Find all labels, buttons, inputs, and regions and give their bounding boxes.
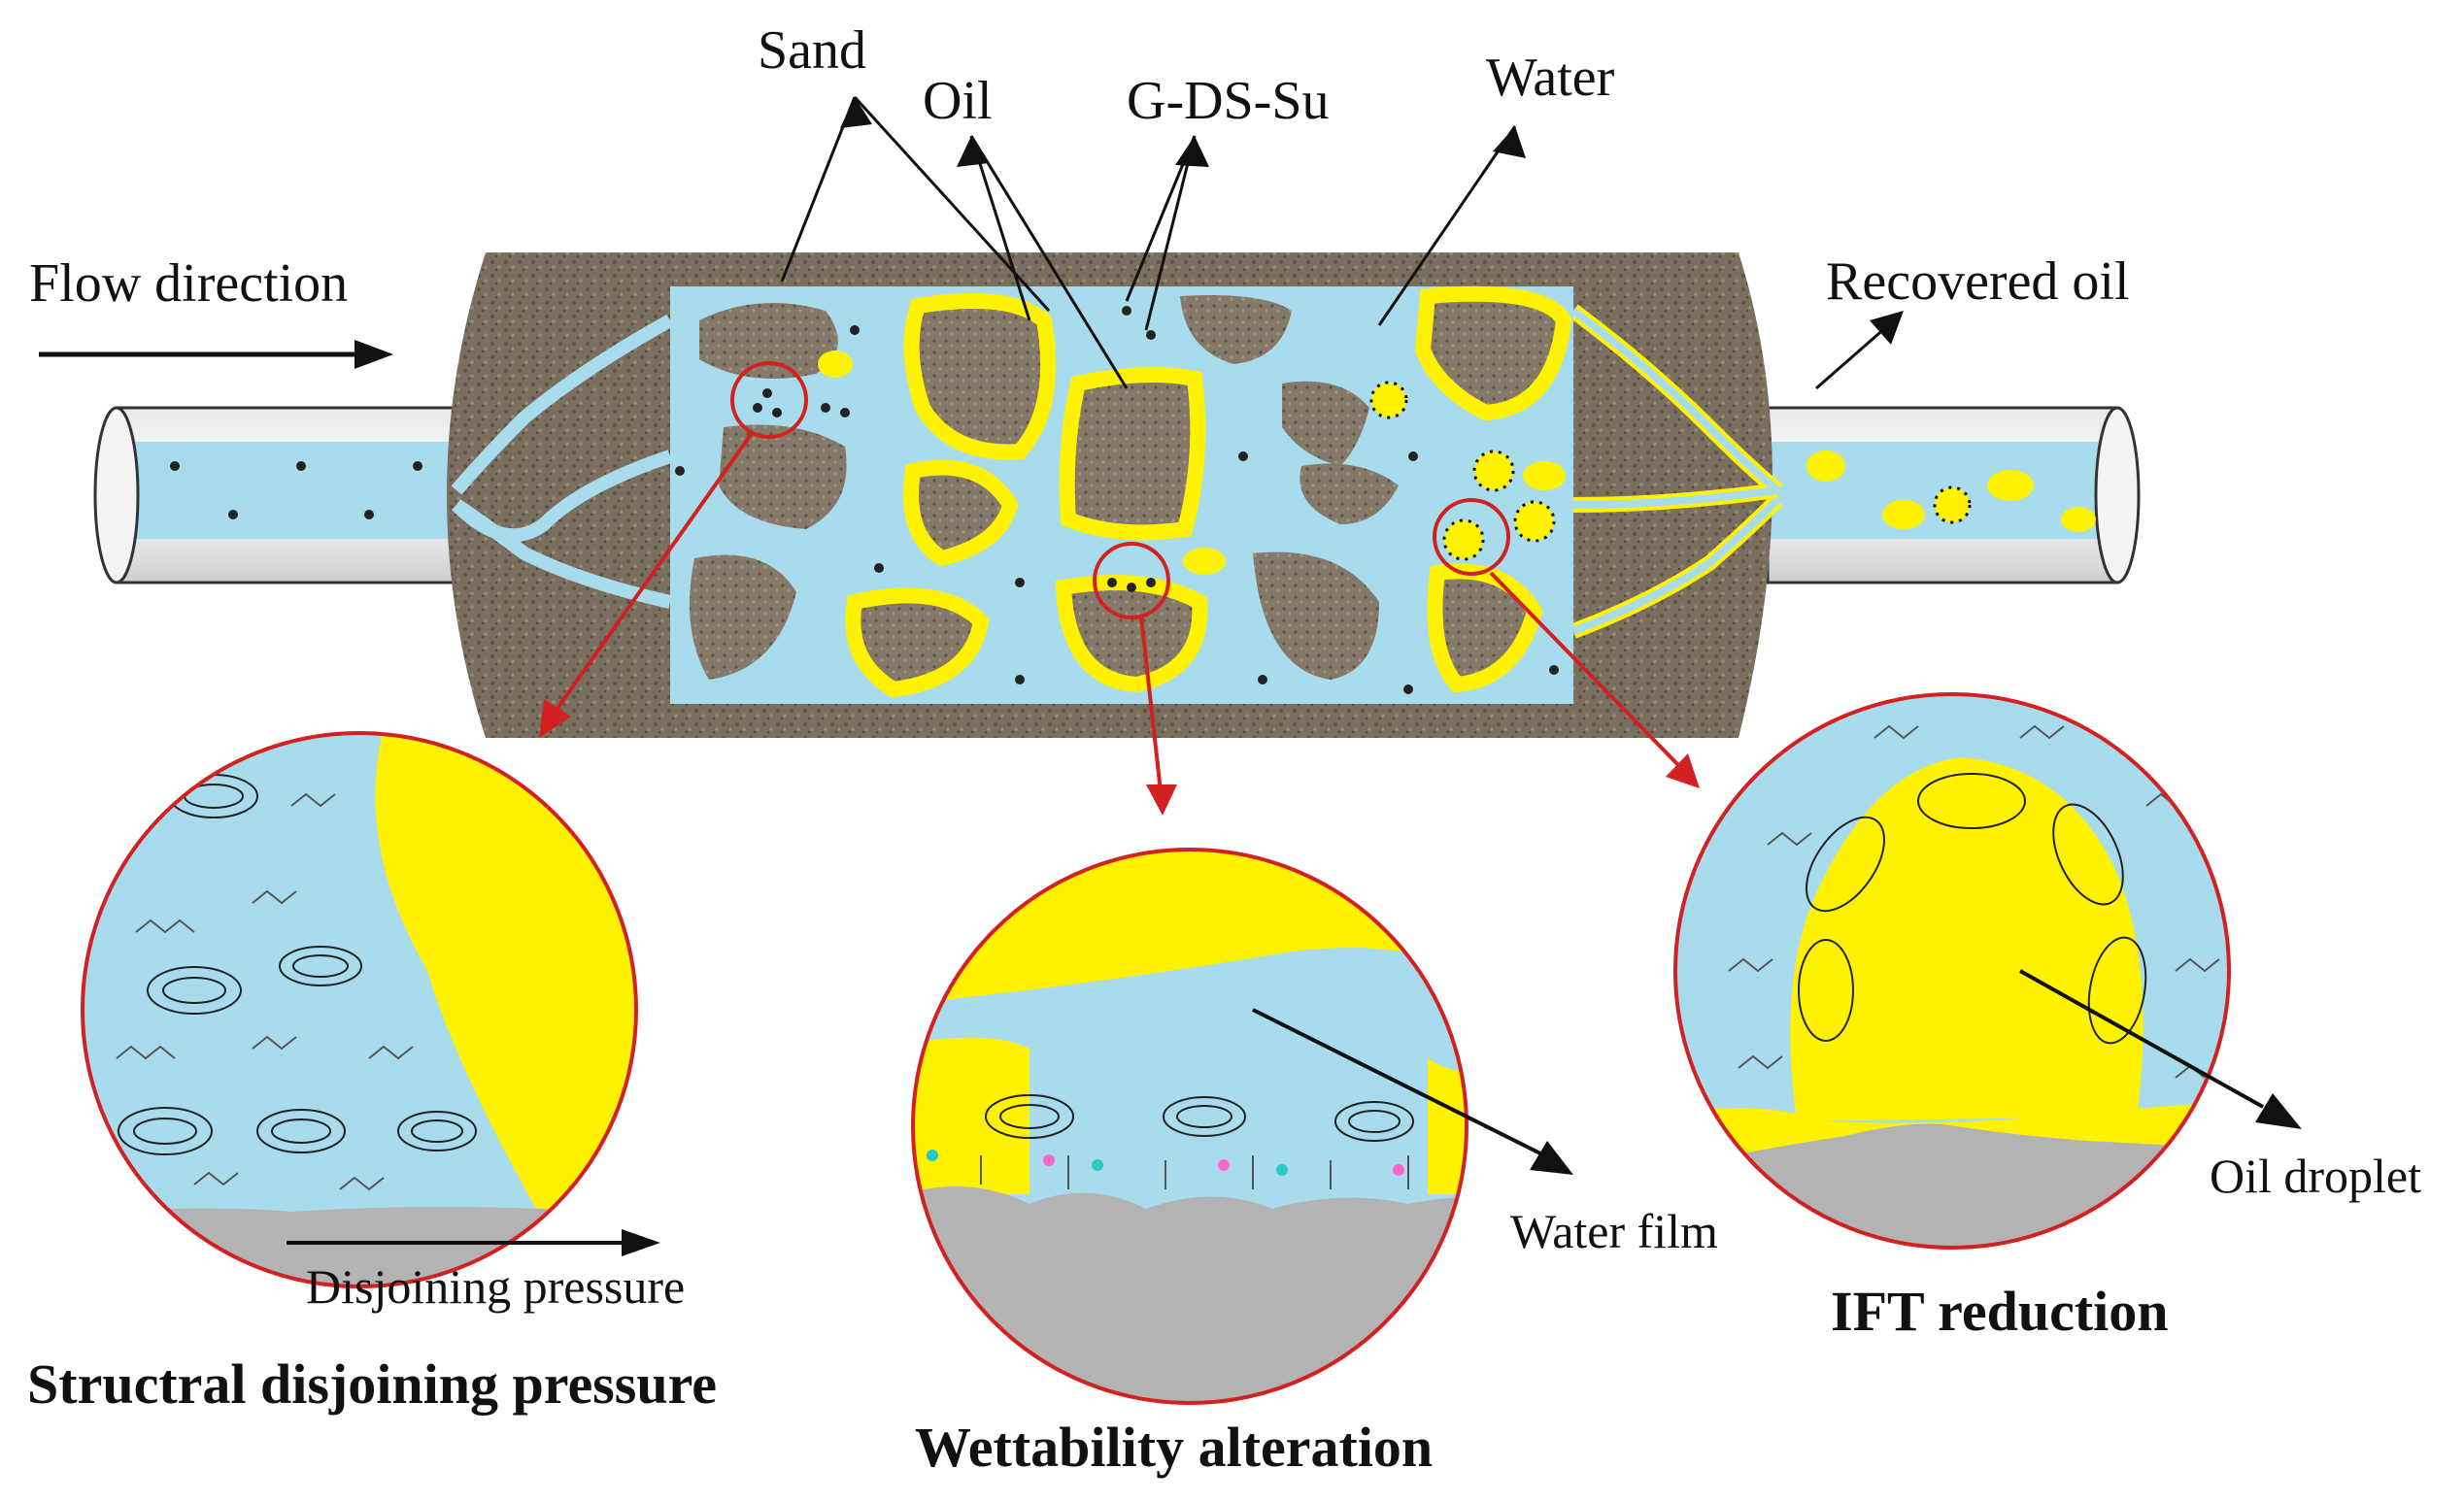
pore-window: [670, 285, 1573, 704]
callout-arrows: [552, 430, 1682, 792]
label-flow-direction: Flow direction: [29, 253, 348, 314]
caption-ift-reduction: IFT reduction: [1831, 1280, 2169, 1343]
sand-grain: [903, 459, 1019, 567]
caption-structural-disjoining-pressure: Structral disjoining pressure: [27, 1352, 717, 1416]
label-recovered-oil: Recovered oil: [1826, 251, 2130, 312]
zoom-ift-reduction: [1673, 692, 2302, 1250]
inlet-pipe: [93, 406, 458, 584]
outlet-pipe: [1766, 406, 2141, 584]
label-sand: Sand: [758, 20, 866, 81]
caption-wettability-alteration: Wettability alteration: [915, 1416, 1433, 1479]
sand-grain: [903, 293, 1057, 460]
sand-grain: [1282, 381, 1369, 466]
sand-grain: [699, 303, 838, 379]
surfactant-chains: [116, 792, 414, 1191]
label-water: Water: [1486, 48, 1615, 108]
zoom-structural-disjoining: [81, 731, 660, 1288]
arrowheads: [354, 97, 1904, 369]
sand-grain: [690, 554, 796, 680]
sand-grain: [1414, 285, 1572, 421]
label-disjoining-pressure: Disjoining pressure: [306, 1259, 685, 1314]
sand-grain: [1180, 295, 1292, 364]
sand-grain: [1253, 551, 1379, 680]
label-g-ds-su: G-DS-Su: [1127, 71, 1329, 131]
label-oil: Oil: [923, 71, 993, 131]
label-water-film: Water film: [1510, 1204, 1718, 1258]
callout-arrowheads: [539, 699, 1700, 816]
sand-grain: [1300, 463, 1399, 524]
sand-grain: [719, 424, 847, 529]
label-oil-droplet: Oil droplet: [2210, 1149, 2421, 1203]
sand-grain: [1055, 575, 1208, 693]
sand-grain: [1059, 367, 1206, 541]
zoom-wettability-alteration: [911, 848, 1573, 1405]
graphene-sheets: [118, 774, 477, 1155]
sand-grain: [845, 587, 990, 698]
